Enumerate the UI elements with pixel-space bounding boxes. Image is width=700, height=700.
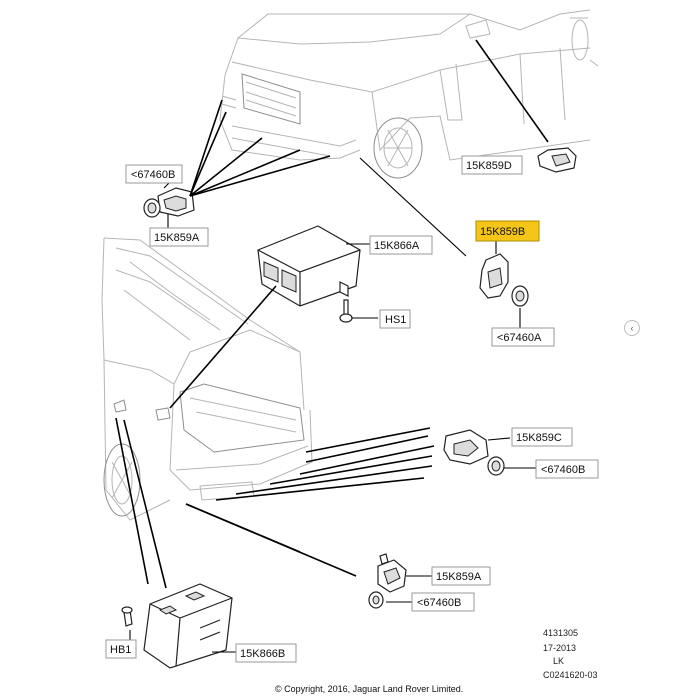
rear-vehicle-illustration xyxy=(101,237,313,521)
callout-67460b-mid[interactable]: <67460B xyxy=(535,459,599,479)
callout-text: 15K859C xyxy=(516,432,562,444)
callout-hs1[interactable]: HS1 xyxy=(379,309,411,329)
parking-sensor-front-left[interactable] xyxy=(157,187,195,217)
parking-sensor-rear-15k859a[interactable] xyxy=(377,553,407,593)
chevron-left-icon[interactable]: ‹ xyxy=(624,320,640,336)
module-screw-hs1[interactable] xyxy=(339,299,353,323)
parking-sensor-side-front[interactable] xyxy=(537,147,577,173)
parking-aid-module-a[interactable] xyxy=(257,225,361,307)
parking-sensor-15k859b[interactable] xyxy=(479,253,509,299)
front-vehicle-illustration xyxy=(219,9,599,179)
callout-text: <67460A xyxy=(497,332,542,344)
callout-text: <67460B xyxy=(131,169,175,181)
callout-15k866b[interactable]: 15K866B xyxy=(235,643,297,663)
sensor-grommet-67460a[interactable] xyxy=(511,285,529,307)
module-bolt-hb1[interactable] xyxy=(121,606,133,627)
callout-text: 15K866A xyxy=(374,240,420,252)
callout-15k859a-bottom[interactable]: 15K859A xyxy=(431,566,491,586)
callout-15k859d[interactable]: 15K859D xyxy=(461,155,523,175)
reference-line-1: 4131305 xyxy=(543,628,578,638)
callout-text: 15K859D xyxy=(466,160,512,172)
callout-67460b-bottom[interactable]: <67460B xyxy=(411,592,475,612)
sensor-grommet-rear-bottom[interactable] xyxy=(368,591,384,609)
reference-line-3: LK xyxy=(553,656,564,666)
leader-lines xyxy=(115,39,549,653)
reference-line-2: 17-2013 xyxy=(543,643,576,653)
reference-line-4: C0241620-03 xyxy=(543,670,598,680)
callout-67460b-top[interactable]: <67460B xyxy=(125,164,183,184)
callout-15k866a[interactable]: 15K866A xyxy=(369,235,433,255)
sensor-grommet-rear-mid[interactable] xyxy=(487,456,505,476)
callout-15k859b-highlighted[interactable]: 15K859B xyxy=(475,220,540,242)
callout-text: 15K859B xyxy=(480,226,525,238)
callout-67460a[interactable]: <67460A xyxy=(491,327,555,347)
callout-text: <67460B xyxy=(541,464,585,476)
parking-aid-module-b[interactable] xyxy=(143,583,233,669)
callout-hb1[interactable]: HB1 xyxy=(105,639,137,659)
callout-15k859c[interactable]: 15K859C xyxy=(511,427,573,447)
copyright-notice: © Copyright, 2016, Jaguar Land Rover Lim… xyxy=(275,684,463,694)
reference-block: 4131305 17-2013 LK C0241620-03 xyxy=(543,628,598,680)
callout-15k859a-top[interactable]: 15K859A xyxy=(149,227,209,247)
callout-text: HS1 xyxy=(385,314,406,326)
callout-text: <67460B xyxy=(417,597,461,609)
sensor-grommet-front-left[interactable] xyxy=(143,198,161,218)
parking-sensor-rear-15k859c[interactable] xyxy=(443,429,489,465)
callout-text: 15K866B xyxy=(240,648,285,660)
callout-text: 15K859A xyxy=(154,232,200,244)
callout-text: HB1 xyxy=(110,644,131,656)
callout-text: 15K859A xyxy=(436,571,482,583)
